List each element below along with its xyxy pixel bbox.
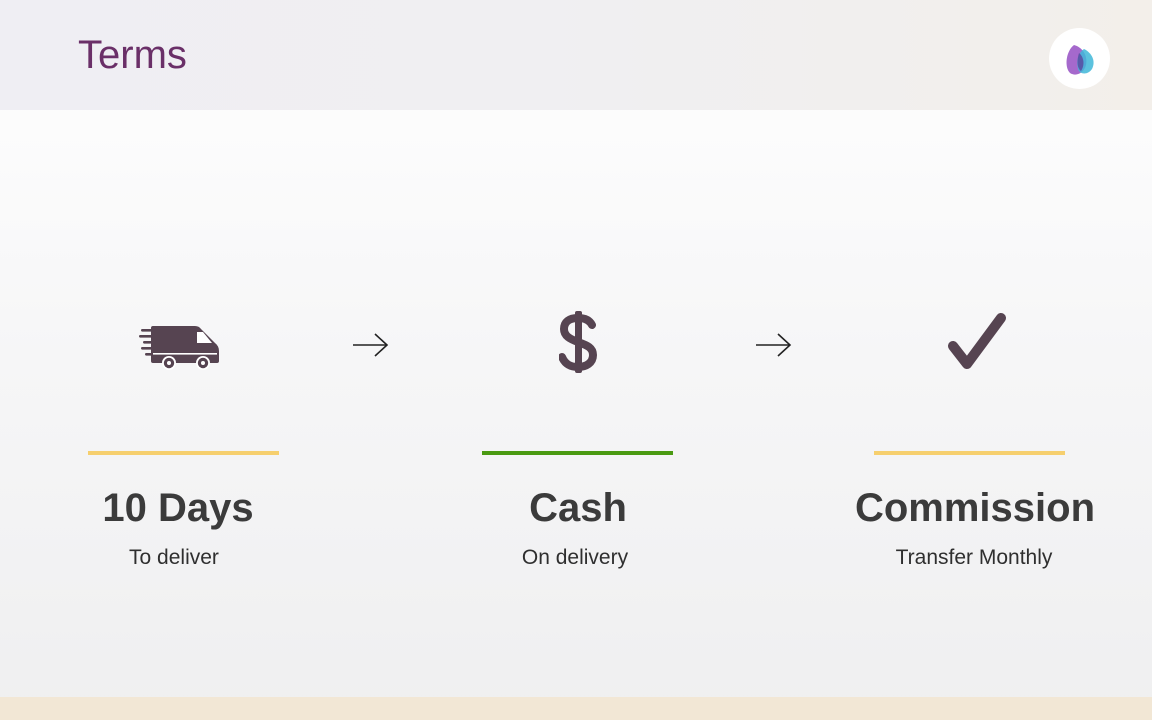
step-2-accent-bar	[482, 451, 673, 455]
step-1-subtitle: To deliver	[129, 546, 219, 569]
step-1-heading: 10 Days	[102, 486, 254, 530]
step-2-heading: Cash	[529, 486, 627, 530]
header-band: Terms	[0, 0, 1152, 110]
step-3-subtitle: Transfer Monthly	[895, 546, 1053, 569]
right-arrow-icon	[755, 332, 793, 363]
page-title: Terms	[78, 33, 187, 77]
logo-mark-icon	[1066, 44, 1094, 75]
step-1-accent-bar	[88, 451, 279, 455]
step-3-heading: Commission	[854, 486, 1096, 530]
dollar-icon	[558, 309, 599, 380]
step-3-accent-bar	[874, 451, 1065, 455]
step-2-subtitle: On delivery	[521, 546, 629, 569]
footer-band	[0, 697, 1152, 720]
checkmark-icon	[947, 312, 1007, 377]
delivery-truck-icon	[139, 323, 221, 376]
logo	[1049, 28, 1110, 89]
right-arrow-icon	[352, 332, 390, 363]
